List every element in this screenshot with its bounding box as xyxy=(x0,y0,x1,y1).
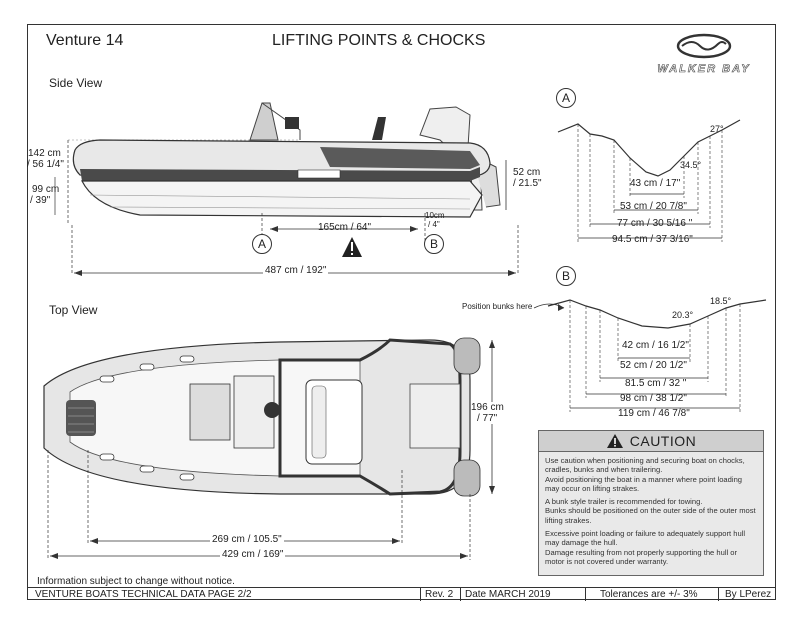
section-b-marker: B xyxy=(556,266,576,286)
caution-text-3a: Excessive point loading or failure to ad… xyxy=(545,529,746,548)
section-a-marker: A xyxy=(556,88,576,108)
doc-date: Date MARCH 2019 xyxy=(460,588,585,601)
side-height-dim-in: / 56 1/4" xyxy=(27,159,64,170)
title-block: VENTURE BOATS TECHNICAL DATA PAGE 2/2 Re… xyxy=(27,587,776,601)
offset-dim: 10cm xyxy=(425,211,445,220)
caution-text-2a: A bunk style trailer is recommended for … xyxy=(545,497,703,507)
page-title: LIFTING POINTS & CHOCKS xyxy=(272,32,486,49)
caution-text-2b: Bunks should be positioned on the outer … xyxy=(545,506,756,525)
section-a-angle-top: 27° xyxy=(710,124,724,134)
author: By LPerez xyxy=(718,588,776,601)
caution-text-1b: Avoid positioning the boat in a manner w… xyxy=(545,474,743,493)
lift-spacing-dim: 165cm / 64" xyxy=(318,222,372,233)
walker-bay-logo: WALKER BAY xyxy=(657,33,750,75)
overall-length-top-dim: 429 cm / 169" xyxy=(220,549,286,560)
section-a-dim-4: 94.5 cm / 37 3/16" xyxy=(612,234,693,245)
side-hull-dim-in: / 39" xyxy=(30,195,51,206)
section-b-angle-2: 20.3° xyxy=(672,310,694,320)
section-a-dim-2: 53 cm / 20 7/8" xyxy=(620,201,687,212)
transom-dim-in: / 21.5" xyxy=(513,178,542,189)
side-view-label: Side View xyxy=(49,76,103,90)
section-b-dim-4: 98 cm / 38 1/2" xyxy=(620,393,687,404)
side-hull-dim: 99 cm xyxy=(32,184,60,195)
offset-dim-in: / 4" xyxy=(428,220,440,229)
section-b-dim-5: 119 cm / 46 7/8" xyxy=(618,408,690,419)
section-a-angle: 34.5° xyxy=(680,160,702,170)
caution-text-1a: Use caution when positioning and securin… xyxy=(545,456,745,475)
section-b-dim-2: 52 cm / 20 1/2" xyxy=(620,360,687,371)
brand-wordmark: WALKER BAY xyxy=(657,63,750,75)
lift-point-b: B xyxy=(424,234,444,254)
overall-length-dim: 487 cm / 192" xyxy=(263,265,329,276)
section-a-dim-1: 43 cm / 17" xyxy=(630,178,681,189)
revision: Rev. 2 xyxy=(420,588,460,601)
transom-dim: 52 cm xyxy=(513,167,541,178)
caution-title: CAUTION xyxy=(629,433,697,449)
caution-box: CAUTION Use caution when positioning and… xyxy=(538,430,764,576)
beam-dim: 196 cm xyxy=(471,402,504,413)
disclaimer: Information subject to change without no… xyxy=(37,576,235,587)
caution-text-3b: Damage resulting from not properly suppo… xyxy=(545,547,738,566)
section-b-dim-1: 42 cm / 16 1/2" xyxy=(622,340,689,351)
model-name: Venture 14 xyxy=(46,32,124,49)
tolerances: Tolerances are +/- 3% xyxy=(585,588,718,601)
section-a-dim-3: 77 cm / 30 5/16 " xyxy=(617,218,693,229)
section-b-angle-1: 18.5° xyxy=(710,296,732,306)
doc-title: VENTURE BOATS TECHNICAL DATA PAGE 2/2 xyxy=(35,589,252,600)
lift-point-a: A xyxy=(252,234,272,254)
caution-header: CAUTION xyxy=(539,431,763,452)
beam-dim-in: / 77" xyxy=(477,413,498,424)
top-view-drawing xyxy=(43,337,495,560)
inner-length-dim: 269 cm / 105.5" xyxy=(210,534,284,545)
section-b-drawing xyxy=(533,299,767,412)
section-b-dim-3: 81.5 cm / 32 " xyxy=(625,378,687,389)
drawing-sheet xyxy=(27,24,776,600)
section-a-drawing xyxy=(557,119,741,242)
side-height-dim: 142 cm xyxy=(28,148,61,159)
bunk-note: Position bunks here xyxy=(462,302,533,311)
warning-icon xyxy=(606,434,623,448)
side-view-drawing xyxy=(54,102,519,276)
top-view-label: Top View xyxy=(49,303,98,317)
